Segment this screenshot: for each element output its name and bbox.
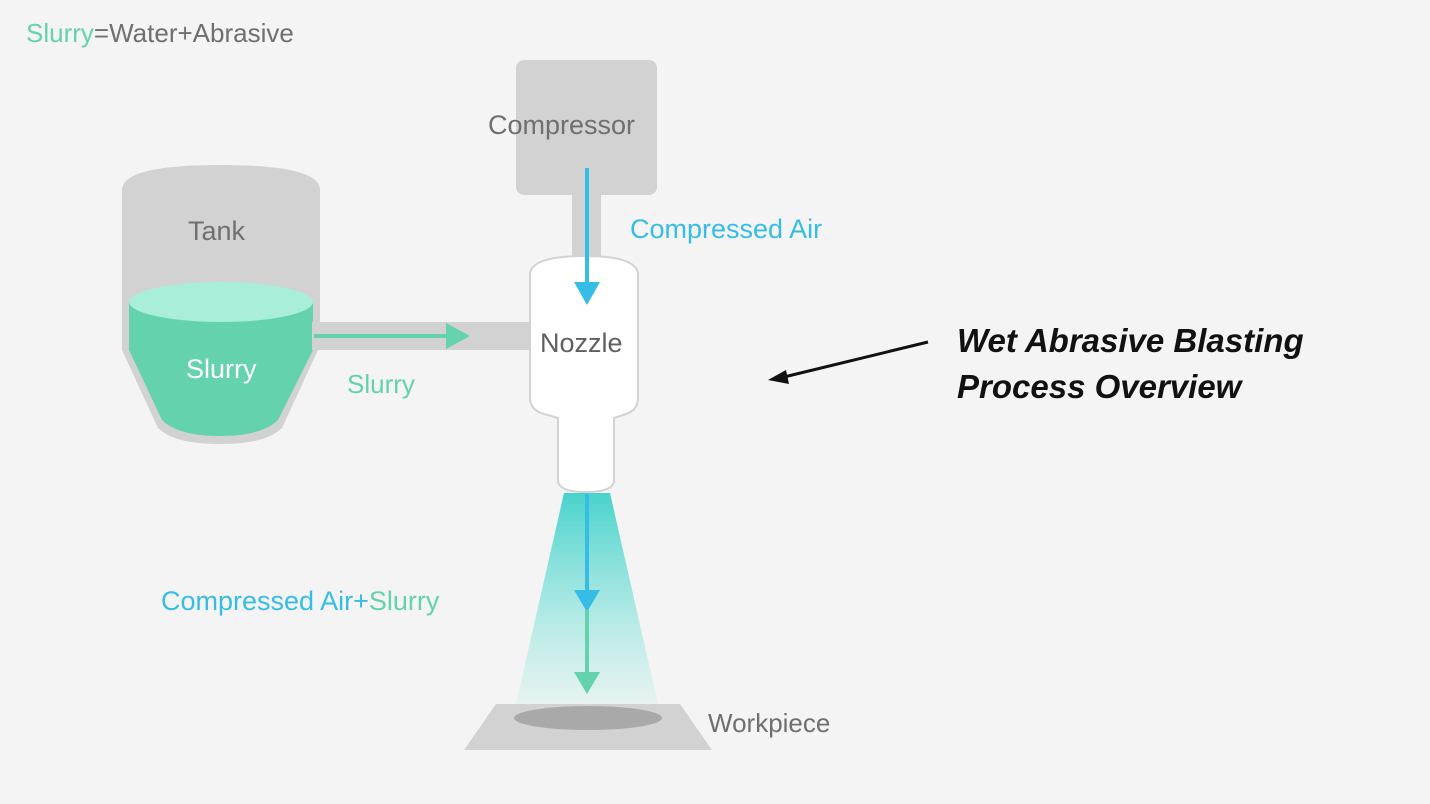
slurry-fill xyxy=(129,302,313,436)
caption-line-1: Wet Abrasive Blasting xyxy=(957,322,1304,359)
mix-arrow-head-blue xyxy=(574,590,600,612)
legend-equals: = xyxy=(93,18,110,48)
tank-label: Tank xyxy=(188,216,246,246)
caption-line-2: Process Overview xyxy=(957,368,1242,405)
mixed-flow-label: Compressed Air+Slurry xyxy=(161,586,439,617)
legend-term: Slurry xyxy=(26,18,94,48)
workpiece-label: Workpiece xyxy=(708,708,831,738)
tank xyxy=(122,165,320,444)
compressor-box xyxy=(516,60,657,195)
compressor-label: Compressor xyxy=(488,110,636,140)
diagram-caption: Wet Abrasive Blasting Process Overview xyxy=(957,318,1304,410)
tank-contents-label: Slurry xyxy=(186,354,257,384)
mix-air-text: Compressed Air xyxy=(161,586,354,616)
mix-arrow-head-green xyxy=(574,672,600,694)
blast-spot xyxy=(514,706,662,730)
slurry-definition: Slurry=Water+Abrasive xyxy=(26,18,294,49)
caption-pointer-line xyxy=(783,340,929,379)
compressed-air-label: Compressed Air xyxy=(630,214,823,244)
slurry-arrow-head xyxy=(446,323,470,349)
slurry-flow-label: Slurry xyxy=(347,369,415,399)
caption-pointer-head xyxy=(768,370,789,384)
air-arrow-head xyxy=(574,282,600,305)
legend-rest: Water+Abrasive xyxy=(109,18,294,48)
slurry-surface xyxy=(129,282,313,322)
mix-plus-text: + xyxy=(353,586,369,616)
nozzle-label: Nozzle xyxy=(540,328,623,358)
mix-slurry-text: Slurry xyxy=(368,586,440,616)
